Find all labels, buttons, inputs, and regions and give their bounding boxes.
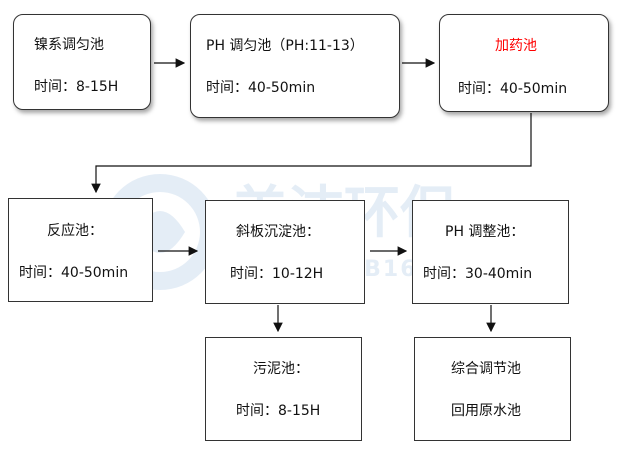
nickel-tank-node: 镍系调匀池 时间：8-15H [13,14,151,110]
node-time: 时间：30-40min [423,266,533,282]
node-time: 时间：40-50min [206,80,316,96]
ph-adjust-tank-node: PH 调整池： 时间：30-40min [412,200,569,304]
ph-tank-node: PH 调匀池（PH:11-13） 时间：40-50min [190,14,400,118]
node-name: 污泥池： [253,361,309,377]
node-time: 时间：40-50min [458,81,568,97]
node-time: 时间：10-12H [230,266,324,282]
inclined-tank-node: 斜板沉淀池： 时间：10-12H [205,200,365,304]
arrow-dosing-to-reaction [91,113,532,194]
comprehensive-tank-node: 综合调节池 回用原水池 [414,337,571,441]
node-name: 综合调节池 [451,361,521,377]
node-name: 镍系调匀池 [34,37,104,53]
dosing-tank-node: 加药池 时间：40-50min [439,14,609,112]
reaction-tank-node: 反应池： 时间：40-50min [8,198,153,302]
node-time: 时间：40-50min [19,265,129,281]
node-name: 斜板沉淀池： [236,224,320,240]
sludge-tank-node: 污泥池： 时间：8-15H [205,337,362,441]
node-time: 时间：8-15H [236,403,321,419]
node-note: 回用原水池 [451,403,521,419]
node-name: PH 调匀池（PH:11-13） [206,38,364,54]
node-name: PH 调整池： [445,224,525,240]
node-name: 加药池 [495,38,537,54]
node-time: 时间：8-15H [34,79,119,95]
node-name: 反应池： [47,223,103,239]
